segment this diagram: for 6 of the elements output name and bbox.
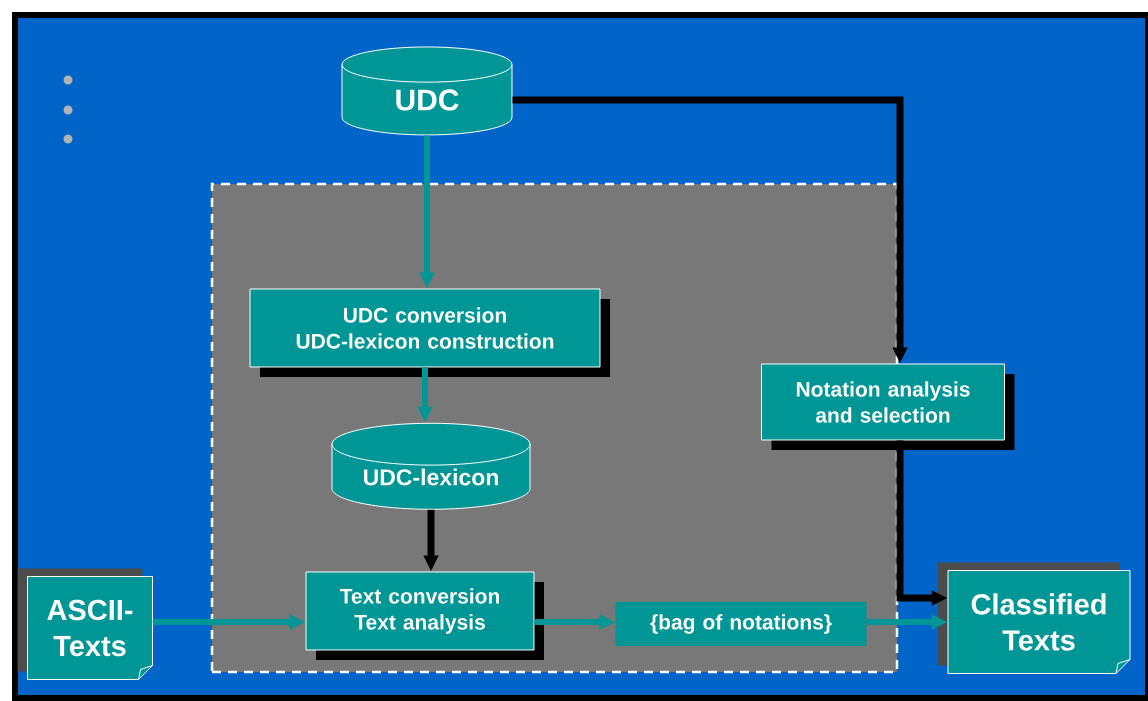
database-cylinder: UDC: [341, 46, 513, 136]
process-box: Text conversion Text analysis: [305, 571, 544, 660]
database-cylinder: UDC-lexicon: [331, 422, 531, 510]
process-box: UDC conversion UDC-lexicon construction: [249, 288, 610, 377]
data-box: {bag of notations}: [615, 602, 867, 646]
process-box: Notation analysis and selection: [761, 363, 1015, 450]
